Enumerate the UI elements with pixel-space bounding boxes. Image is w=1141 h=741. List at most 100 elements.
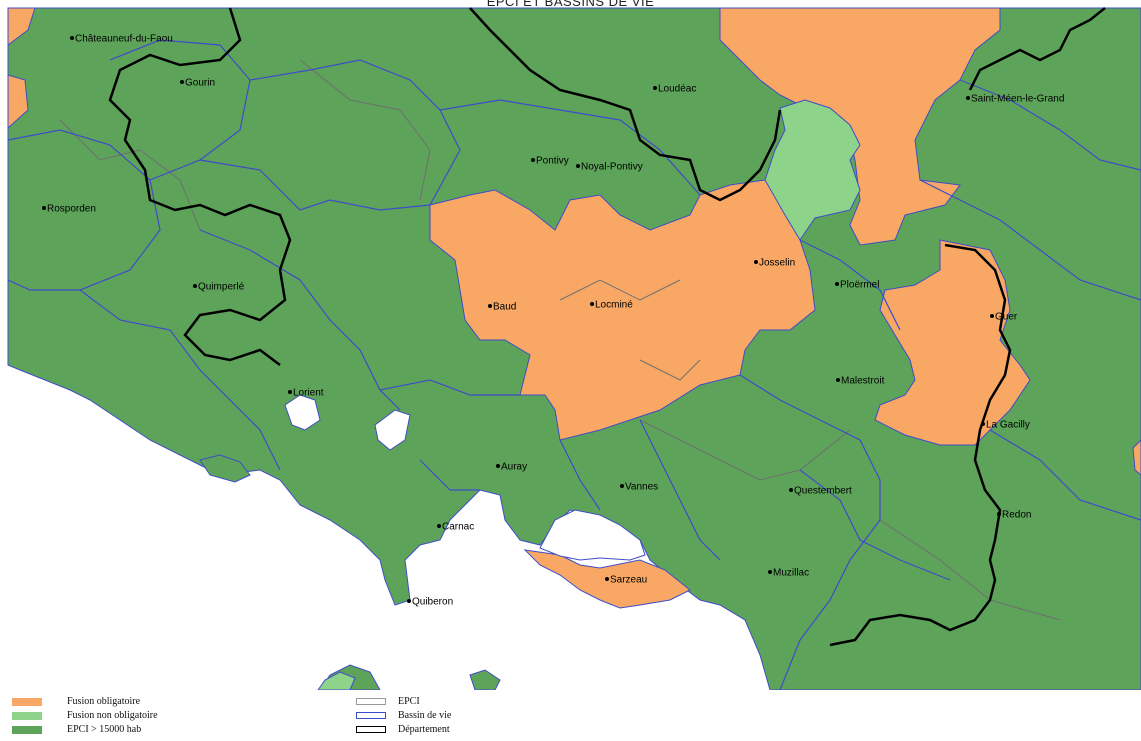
city-marker[interactable] xyxy=(981,422,985,426)
bassin-border xyxy=(249,59,461,206)
epci-border xyxy=(639,419,851,481)
legend: Fusion obligatoire Fusion non obligatoir… xyxy=(0,690,1141,741)
city-marker[interactable] xyxy=(997,512,1001,516)
legend-item-epci: EPCI xyxy=(356,695,420,708)
city-marker[interactable] xyxy=(180,80,184,84)
city-label: Lorient xyxy=(293,388,324,399)
legend-label: Fusion non obligatoire xyxy=(67,710,158,721)
city-label: Muzillac xyxy=(773,568,809,579)
city-marker[interactable] xyxy=(42,206,46,210)
bassin-border xyxy=(559,439,601,511)
bassin-border xyxy=(79,289,281,471)
departement-border xyxy=(108,7,292,366)
epci-border xyxy=(299,59,431,201)
city-layer: Châteauneuf-du-FaouGourinLoudéacSaint-Mé… xyxy=(42,34,1064,608)
city-marker[interactable] xyxy=(496,464,500,468)
city-label: Rosporden xyxy=(47,204,96,215)
city-label: Carnac xyxy=(442,522,474,533)
city-marker[interactable] xyxy=(193,284,197,288)
legend-label: Département xyxy=(398,724,450,735)
city-marker[interactable] xyxy=(437,524,441,528)
epci-border xyxy=(639,359,701,381)
legend-item-epci-15000: EPCI > 15000 hab xyxy=(12,723,141,736)
city-marker[interactable] xyxy=(836,378,840,382)
bassin-border xyxy=(419,459,480,491)
city-label: Quiberon xyxy=(412,597,453,608)
epci-border xyxy=(879,519,1061,621)
city-marker[interactable] xyxy=(653,86,657,90)
bassin-border xyxy=(639,419,721,561)
bassin-border xyxy=(439,99,701,196)
zone-fusion-est xyxy=(874,239,1031,446)
city-label: Ploërmel xyxy=(840,280,879,291)
city-marker[interactable] xyxy=(407,599,411,603)
city-label: Locminé xyxy=(595,300,633,311)
zone-fusion-non-obligatoire xyxy=(764,99,861,241)
city-marker[interactable] xyxy=(488,304,492,308)
departement-borders xyxy=(108,7,1106,647)
city-label: Noyal-Pontivy xyxy=(581,162,643,173)
city-label: Redon xyxy=(1002,510,1031,521)
city-marker[interactable] xyxy=(835,282,839,286)
city-marker[interactable] xyxy=(70,36,74,40)
island-groix xyxy=(199,454,251,483)
city-label: Auray xyxy=(501,462,527,473)
legend-swatch-bassin xyxy=(356,712,386,719)
city-marker[interactable] xyxy=(966,96,970,100)
city-label: Malestroit xyxy=(841,376,885,387)
city-label: Vannes xyxy=(625,482,658,493)
departement-border xyxy=(829,243,1012,647)
sea-layer xyxy=(284,394,646,561)
legend-label: Fusion obligatoire xyxy=(67,696,141,707)
city-label: Loudéac xyxy=(658,84,696,95)
city-label: Guer xyxy=(995,312,1018,323)
island-small xyxy=(469,669,501,690)
legend-swatch-departement xyxy=(356,726,386,733)
city-marker[interactable] xyxy=(990,314,994,318)
legend-label: EPCI xyxy=(398,696,420,707)
city-marker[interactable] xyxy=(576,164,580,168)
bassin-border xyxy=(919,179,1141,301)
departement-border xyxy=(968,7,1106,91)
bassin-border xyxy=(109,39,251,161)
city-marker[interactable] xyxy=(288,390,292,394)
legend-label: EPCI > 15000 hab xyxy=(67,724,142,735)
map-canvas[interactable]: Châteauneuf-du-FaouGourinLoudéacSaint-Mé… xyxy=(0,0,1141,690)
legend-label: Bassin de vie xyxy=(398,710,452,721)
legend-swatch-epci xyxy=(356,698,386,705)
city-marker[interactable] xyxy=(531,158,535,162)
city-marker[interactable] xyxy=(754,260,758,264)
bassin-border xyxy=(739,374,881,520)
bassin-border xyxy=(799,239,901,331)
city-label: Questembert xyxy=(794,486,852,497)
zone-fusion-nord xyxy=(719,7,1001,246)
city-label: La Gacilly xyxy=(986,420,1030,431)
city-marker[interactable] xyxy=(605,577,609,581)
bassin-borders xyxy=(7,39,1141,690)
bassin-border xyxy=(799,469,951,581)
bassin-border xyxy=(379,379,520,396)
legend-swatch-fusion-non-obligatoire xyxy=(12,711,42,720)
epci-borders xyxy=(59,59,1061,621)
legend-item-bassin: Bassin de vie xyxy=(356,709,451,722)
departement-border xyxy=(469,7,782,202)
city-marker[interactable] xyxy=(590,302,594,306)
bassin-border xyxy=(989,429,1141,521)
city-marker[interactable] xyxy=(620,484,624,488)
zone-fusion-east-edge xyxy=(1132,439,1141,476)
golfe-du-morbihan xyxy=(539,509,646,561)
bassin-border xyxy=(7,129,161,291)
city-marker[interactable] xyxy=(768,570,772,574)
bassin-border xyxy=(959,79,1141,171)
city-label: Quimperlé xyxy=(198,282,245,293)
ria-etel xyxy=(374,409,411,451)
zone-fusion-non-obligatoire-south xyxy=(317,671,356,690)
legend-item-departement: Département xyxy=(356,723,450,736)
city-label: Josselin xyxy=(759,258,795,269)
map-title: EPCI ET BASSINS DE VIE xyxy=(486,0,655,9)
epci-border xyxy=(59,119,201,231)
city-marker[interactable] xyxy=(789,488,793,492)
zone-fusion-nw-edge xyxy=(7,7,36,46)
fusion-non-obligatoire-layer xyxy=(317,99,861,690)
legend-item-fusion-non-obligatoire: Fusion non obligatoire xyxy=(12,709,158,722)
